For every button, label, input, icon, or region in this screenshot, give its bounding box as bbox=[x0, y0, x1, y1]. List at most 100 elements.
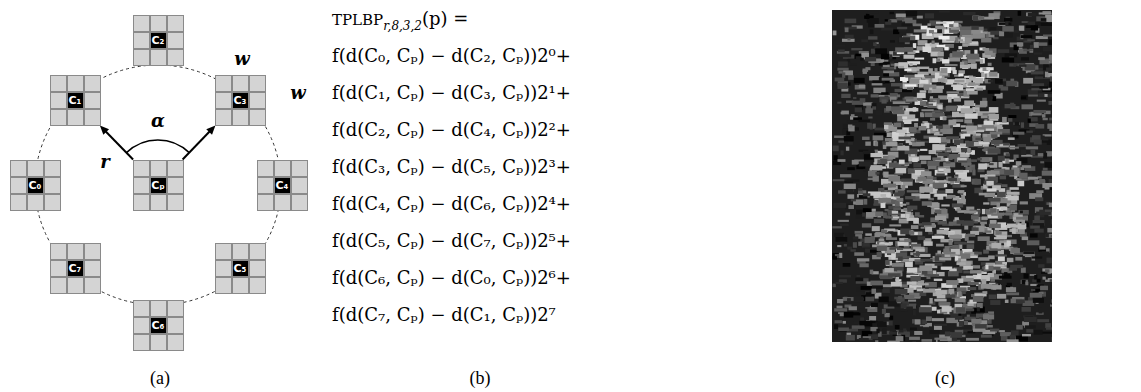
texture-patch bbox=[989, 224, 1001, 228]
texture-patch bbox=[917, 16, 923, 19]
texture-patch bbox=[841, 94, 850, 98]
texture-patch bbox=[984, 180, 996, 184]
texture-patch bbox=[1007, 271, 1010, 273]
texture-patch bbox=[912, 158, 918, 162]
texture-patch bbox=[839, 54, 851, 58]
texture-patch bbox=[953, 70, 957, 74]
texture-patch bbox=[981, 116, 988, 119]
texture-patch bbox=[905, 196, 915, 199]
texture-patch bbox=[1037, 279, 1040, 283]
texture-patch bbox=[942, 59, 949, 63]
texture-patch bbox=[920, 101, 926, 106]
texture-patch bbox=[933, 177, 936, 180]
texture-patch bbox=[938, 302, 950, 306]
texture-patch bbox=[1033, 110, 1045, 113]
texture-patch bbox=[957, 292, 961, 297]
texture-patch bbox=[1006, 287, 1016, 292]
texture-patch bbox=[1023, 78, 1033, 84]
texture-patch bbox=[958, 174, 967, 178]
texture-patch bbox=[991, 243, 1001, 248]
texture-patch bbox=[1004, 152, 1009, 155]
texture-patch bbox=[868, 117, 872, 119]
texture-patch bbox=[934, 299, 946, 302]
texture-patch bbox=[967, 91, 978, 95]
texture-patch bbox=[1037, 319, 1049, 322]
texture-patch bbox=[1032, 256, 1043, 258]
texture-patch bbox=[971, 319, 981, 323]
texture-patch bbox=[855, 85, 866, 90]
texture-patch bbox=[866, 212, 877, 217]
texture-patch bbox=[1007, 240, 1011, 246]
texture-patch bbox=[936, 290, 947, 294]
texture-patch bbox=[870, 30, 874, 35]
texture-patch bbox=[953, 85, 963, 90]
texture-patch bbox=[916, 251, 919, 256]
texture-patch bbox=[893, 110, 905, 114]
texture-patch bbox=[863, 169, 867, 171]
texture-patch bbox=[863, 69, 869, 72]
texture-patch bbox=[877, 160, 880, 164]
texture-patch bbox=[965, 141, 974, 147]
texture-patch bbox=[982, 209, 986, 214]
texture-patch bbox=[905, 108, 918, 112]
texture-patch bbox=[970, 270, 981, 273]
texture-patch bbox=[999, 23, 1011, 25]
texture-patch bbox=[1032, 279, 1036, 282]
texture-patch bbox=[930, 274, 939, 277]
texture-patch bbox=[1019, 65, 1027, 67]
texture-patch bbox=[1043, 138, 1048, 140]
texture-patch bbox=[968, 282, 979, 285]
texture-patch bbox=[1007, 283, 1012, 286]
texture-patch bbox=[964, 211, 976, 214]
texture-patch bbox=[906, 214, 910, 218]
texture-patch bbox=[989, 163, 994, 165]
texture-patch bbox=[839, 275, 851, 277]
texture-patch bbox=[875, 321, 886, 327]
texture-patch bbox=[928, 90, 932, 93]
texture-patch bbox=[889, 331, 897, 334]
texture-patch bbox=[983, 250, 989, 254]
texture-patch bbox=[950, 332, 962, 338]
texture-patch bbox=[844, 184, 856, 189]
texture-patch bbox=[846, 335, 855, 341]
texture-patch bbox=[1020, 211, 1023, 214]
texture-patch bbox=[934, 338, 947, 340]
texture-patch bbox=[866, 14, 869, 19]
texture-patch bbox=[1039, 12, 1052, 14]
texture-patch bbox=[858, 188, 862, 191]
texture-patch bbox=[1030, 226, 1040, 229]
texture-patch bbox=[989, 72, 997, 77]
texture-patch bbox=[899, 137, 912, 140]
texture-patch bbox=[1030, 293, 1042, 298]
texture-patch bbox=[939, 257, 951, 260]
texture-patch bbox=[1031, 83, 1044, 86]
texture-patch bbox=[920, 259, 932, 262]
texture-patch bbox=[1004, 170, 1014, 176]
texture-patch bbox=[984, 121, 994, 125]
texture-patch bbox=[1018, 210, 1028, 215]
texture-patch bbox=[990, 209, 996, 213]
texture-patch bbox=[870, 270, 873, 274]
texture-patch bbox=[1045, 72, 1048, 78]
texture-patch bbox=[935, 263, 943, 266]
texture-patch bbox=[870, 165, 882, 170]
texture-patch bbox=[966, 338, 979, 341]
texture-patch bbox=[901, 185, 905, 190]
texture-patch bbox=[868, 36, 877, 39]
texture-patch bbox=[852, 325, 865, 329]
texture-patch bbox=[1031, 71, 1044, 74]
texture-patch bbox=[837, 245, 841, 247]
texture-patch bbox=[859, 309, 867, 313]
texture-patch bbox=[1039, 42, 1048, 45]
texture-patch bbox=[932, 318, 944, 321]
texture-patch bbox=[958, 39, 963, 41]
texture-patch bbox=[905, 84, 917, 86]
texture-patch bbox=[958, 73, 963, 76]
texture-patch bbox=[888, 156, 895, 159]
texture-patch bbox=[904, 97, 913, 100]
texture-patch bbox=[1017, 42, 1023, 46]
texture-patch bbox=[1035, 124, 1044, 129]
texture-patch bbox=[1022, 21, 1029, 23]
texture-patch bbox=[959, 321, 964, 327]
texture-patch bbox=[938, 153, 949, 157]
